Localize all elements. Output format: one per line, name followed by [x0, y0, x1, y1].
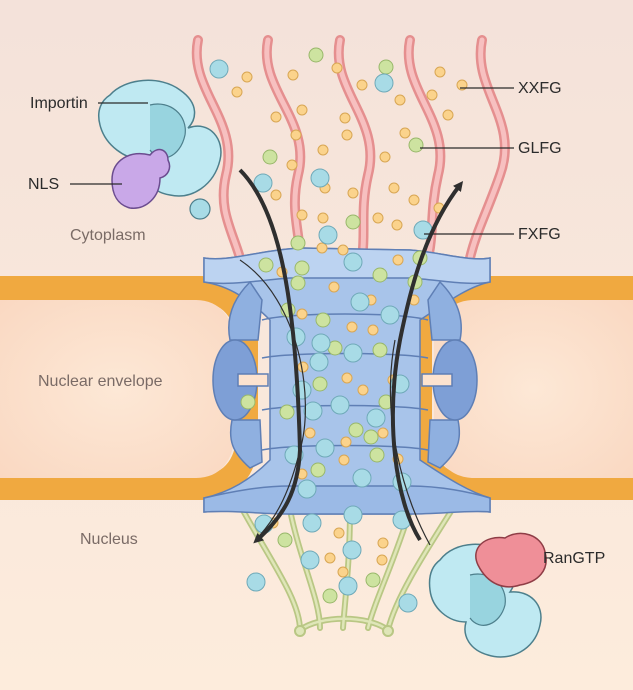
nls-label: NLS: [28, 176, 59, 193]
cytoplasm-label: Cytoplasm: [70, 227, 146, 244]
nuclear-envelope-left-lumen: [0, 300, 234, 478]
importin-with-nls-icon: [98, 79, 222, 220]
nuclear-envelope-right-lumen: [434, 300, 633, 478]
importin-label: Importin: [30, 95, 88, 112]
xxfg-label: XXFG: [518, 80, 562, 97]
rangtp-label: RanGTP: [543, 550, 605, 567]
rangtp-shape: [475, 532, 547, 588]
fg-repeat-particles: [209, 47, 468, 613]
basket-ring-right: [382, 625, 394, 637]
fxfg-label: FXFG: [518, 226, 561, 243]
nuclear-envelope-label: Nuclear envelope: [38, 373, 163, 390]
down-arrow-icon: [238, 168, 303, 544]
nucleus-label: Nucleus: [80, 531, 138, 548]
callout-lines: [70, 87, 514, 235]
importin-with-rangtp-icon: [428, 532, 547, 658]
basket-ring-left: [294, 625, 306, 637]
up-arrow-icon: [390, 181, 464, 542]
glfg-label: GLFG: [518, 140, 562, 157]
nls-shape: [111, 148, 171, 209]
import-path-line: [239, 259, 306, 536]
